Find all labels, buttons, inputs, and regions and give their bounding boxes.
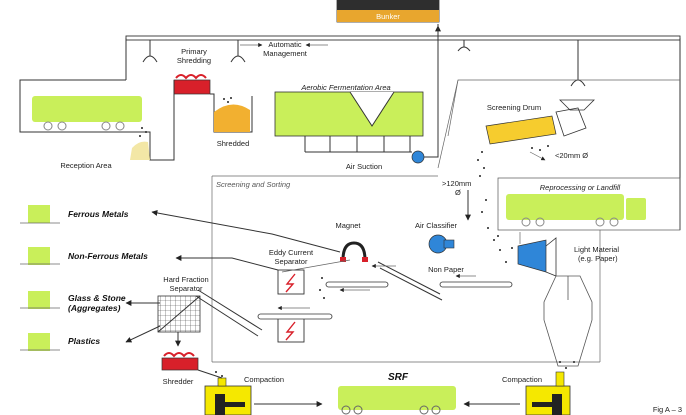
fan-icon xyxy=(411,150,425,164)
reprocessing-label: Reprocessing or Landfill xyxy=(540,183,621,192)
material-particles xyxy=(139,97,575,377)
screening-drum-label: Screening Drum xyxy=(487,103,541,112)
compaction-right-unit xyxy=(525,371,571,415)
screening-drum xyxy=(485,99,595,145)
hard-fraction-box xyxy=(277,317,305,343)
bunker-label: Bunker xyxy=(376,12,400,21)
magnet-label: Magnet xyxy=(335,221,361,230)
bunker: Bunker xyxy=(336,0,440,23)
air-classifier-label: Air Classifier xyxy=(415,221,458,230)
fermentation-basin xyxy=(274,91,424,137)
output-non-ferrous: Non-Ferrous Metals xyxy=(20,247,148,265)
compaction-right-label: Compaction xyxy=(502,375,542,384)
lt20mm-label: <20mm Ø xyxy=(555,151,588,160)
figure-number: Fig A – 3 xyxy=(653,405,682,414)
light-material-label: Light Material(e.g. Paper) xyxy=(574,245,619,263)
output-plastics: Plastics xyxy=(20,333,100,351)
cyclone-separator xyxy=(543,275,593,367)
shredder-label: Shredder xyxy=(163,377,194,386)
srf-label: SRF xyxy=(388,372,409,383)
non-paper-label: Non Paper xyxy=(428,265,464,274)
reception-truck-icon xyxy=(32,96,142,131)
aerobic-fermentation-label: Aerobic Fermentation Area xyxy=(300,83,390,92)
conveyor-belts xyxy=(195,259,513,337)
compaction-left-unit xyxy=(204,377,252,415)
svg-text:Plastics: Plastics xyxy=(68,336,100,346)
light-material-funnel xyxy=(517,237,557,277)
shredder xyxy=(161,352,199,371)
air-suction-lines xyxy=(304,136,412,153)
output-ferrous: Ferrous Metals xyxy=(20,205,129,224)
magnet-icon xyxy=(340,241,368,262)
svg-text:Ferrous Metals: Ferrous Metals xyxy=(68,209,129,219)
output-glass-stone: Glass & Stone(Aggregates) xyxy=(20,291,126,313)
screening-sorting-label: Screening and Sorting xyxy=(216,180,291,189)
air-classifier-fan xyxy=(428,234,455,254)
srf-truck-icon xyxy=(338,386,456,415)
eddy-current-separator xyxy=(277,269,305,295)
primary-shredder xyxy=(173,74,211,95)
reprocessing-area xyxy=(497,177,681,231)
compaction-left-label: Compaction xyxy=(244,375,284,384)
hard-fraction-separator xyxy=(157,295,201,333)
shredded-label: Shredded xyxy=(217,139,250,148)
air-suction-label: Air Suction xyxy=(346,162,382,171)
svg-text:Non-Ferrous Metals: Non-Ferrous Metals xyxy=(68,251,148,261)
reception-area-label: Reception Area xyxy=(60,161,112,170)
glass-stone-label: Glass & Stone(Aggregates) xyxy=(68,293,126,313)
